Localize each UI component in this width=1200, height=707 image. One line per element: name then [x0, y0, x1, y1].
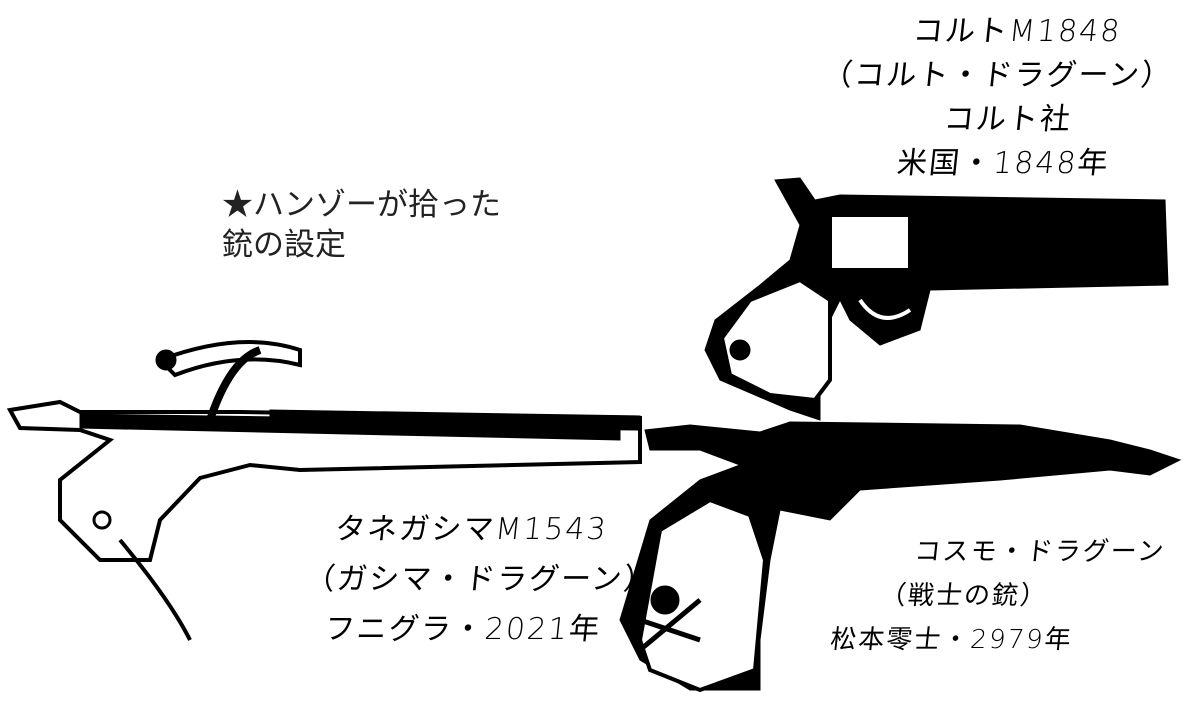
colt-name: コルトM1848 — [911, 14, 1124, 49]
colt-m1848-drawing — [704, 177, 1169, 421]
colt-caption: コルトM1848 （コルト・ドラグーン） コルト社 米国・1848年 — [821, 10, 1180, 186]
title-line-1: ★ハンゾーが拾った — [222, 187, 501, 223]
cosmo-alias: （戦士の銃） — [878, 581, 1050, 611]
cosmo-dragoon-drawing — [619, 421, 1182, 693]
tanegashima-drawing — [6, 340, 642, 641]
tanegashima-caption: タネガシマM1543 （ガシマ・ドラグーン） フニグラ・2021年 — [297, 505, 663, 655]
title-line-2: 銃の設定 — [222, 227, 346, 263]
tanegashima-origin: フニグラ・2021年 — [322, 612, 603, 647]
colt-origin: 米国・1848年 — [895, 146, 1112, 181]
colt-maker: コルト社 — [942, 102, 1074, 137]
cosmo-caption: コスモ・ドラグーン （戦士の銃） 松本零士・2979年 — [828, 530, 1168, 662]
cosmo-origin: 松本零士・2979年 — [828, 625, 1075, 655]
colt-alias: （コルト・ドラグーン） — [820, 58, 1175, 93]
cosmo-name: コスモ・ドラグーン — [913, 537, 1167, 567]
page-title: ★ハンゾーが拾った 銃の設定 — [222, 185, 501, 265]
tanegashima-alias: （ガシマ・ドラグーン） — [303, 562, 658, 597]
tanegashima-name: タネガシマM1543 — [333, 512, 610, 547]
